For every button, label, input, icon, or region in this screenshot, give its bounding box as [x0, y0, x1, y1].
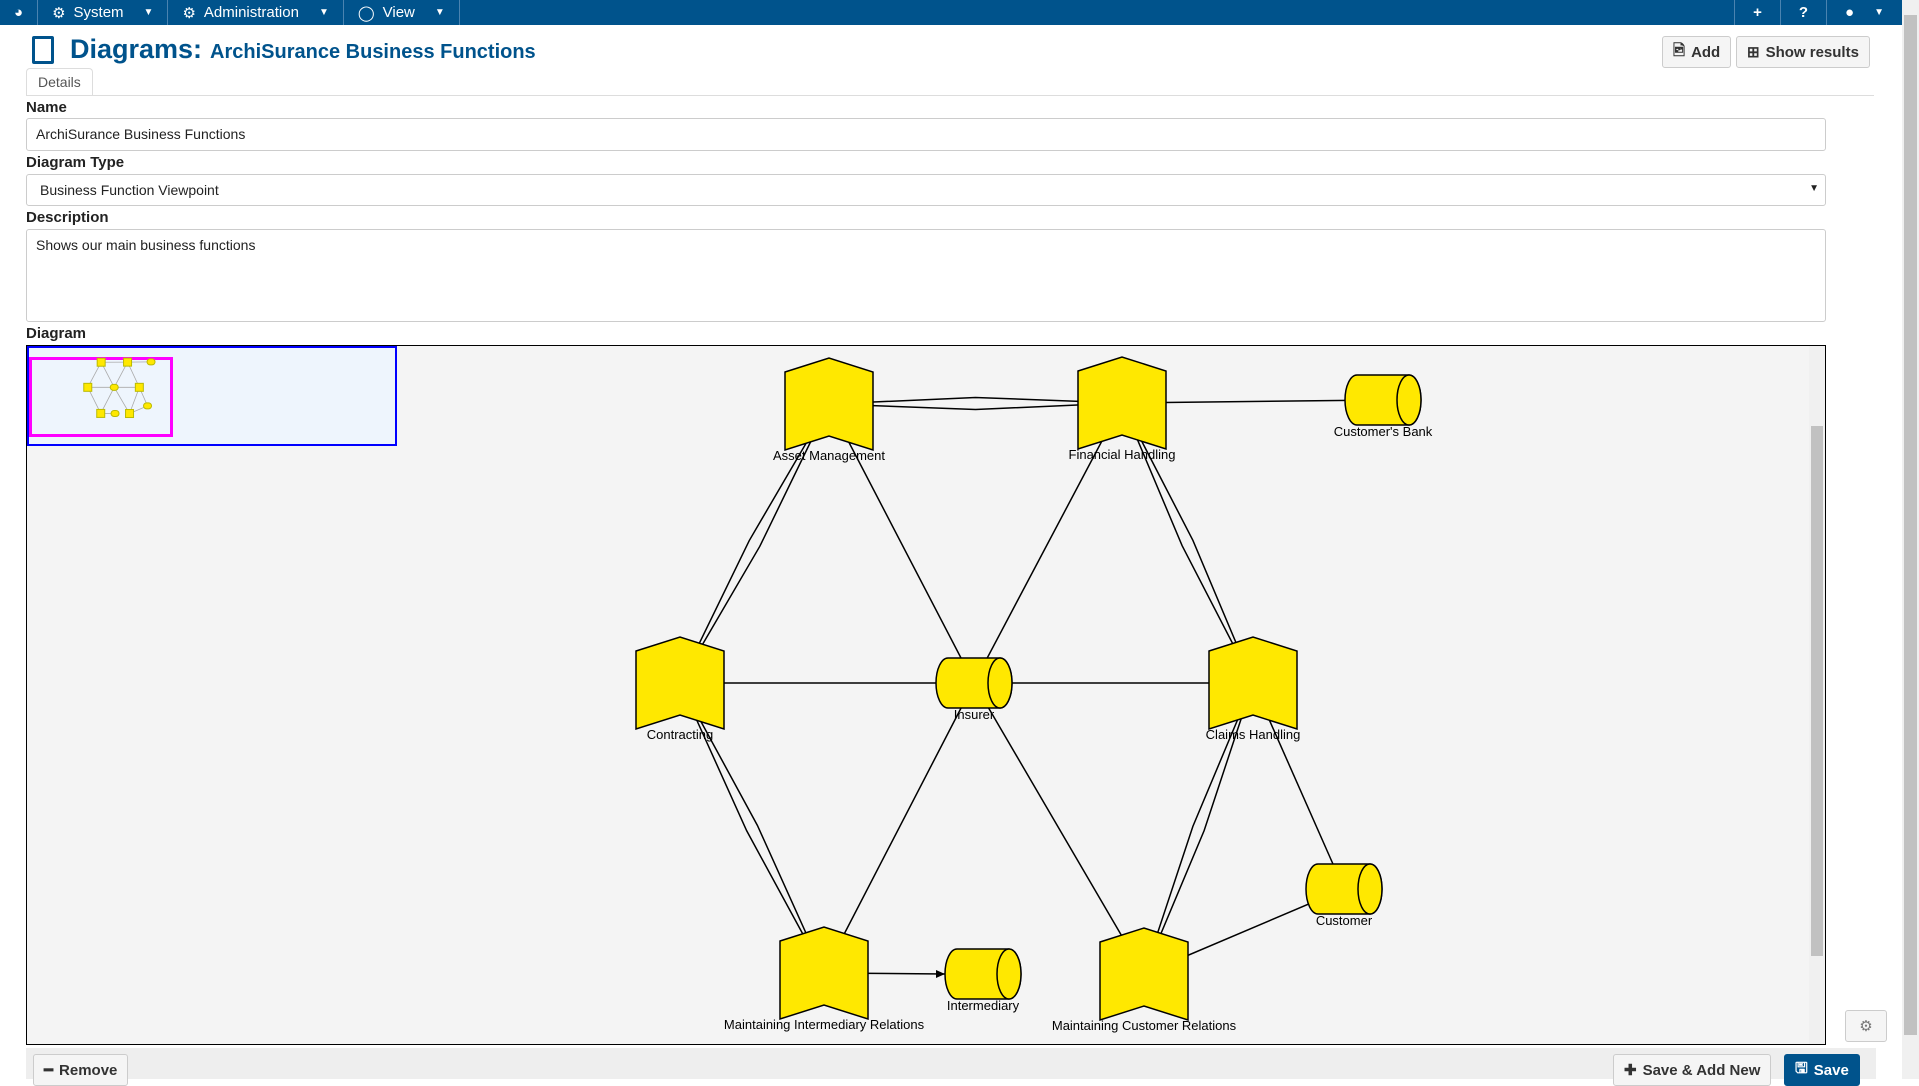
cylinder-end: [997, 949, 1021, 999]
diagram-type-select[interactable]: Business Function Viewpoint ▼: [26, 174, 1826, 206]
node-am[interactable]: Asset Management: [773, 358, 885, 463]
remove-button[interactable]: ━ Remove: [33, 1054, 128, 1086]
node-label: Insurer: [954, 707, 995, 722]
help-button[interactable]: ?: [1780, 0, 1826, 25]
user-icon: ●: [1845, 4, 1854, 21]
node-label: Customer's Bank: [1334, 424, 1433, 439]
caret-down-icon: ▼: [1809, 183, 1819, 194]
cylinder-end: [988, 658, 1012, 708]
edge-fh-ch[interactable]: [1122, 403, 1253, 683]
node-mcr[interactable]: Maintaining Customer Relations: [1052, 928, 1237, 1033]
node-co[interactable]: Contracting: [636, 637, 724, 742]
business-function-shape: [1078, 357, 1166, 449]
cogs-icon: ⚙: [52, 4, 65, 22]
cylinder-end: [1358, 864, 1382, 914]
node-in[interactable]: Insurer: [936, 658, 1012, 722]
remove-label: Remove: [59, 1062, 117, 1079]
tab-details[interactable]: Details: [26, 68, 93, 96]
edge-in-mcr[interactable]: [974, 683, 1144, 974]
scrollbar-thumb[interactable]: [1811, 426, 1823, 956]
node-it[interactable]: Intermediary: [945, 949, 1021, 1013]
description-textarea[interactable]: Shows our main business functions: [26, 229, 1826, 322]
add-button[interactable]: 🖻 Add: [1662, 36, 1731, 68]
node-cb[interactable]: Customer's Bank: [1334, 375, 1433, 439]
edge-am-in[interactable]: [829, 404, 974, 683]
node-fh[interactable]: Financial Handling: [1069, 357, 1176, 462]
save-add-new-label: Save & Add New: [1643, 1062, 1761, 1079]
diagram-scrollbar[interactable]: [1809, 346, 1825, 1044]
nav-label: System: [74, 4, 124, 21]
nav-label: Administration: [204, 4, 299, 21]
minimap-graph: [29, 357, 173, 437]
node-label: Intermediary: [947, 998, 1020, 1013]
cylinder-end: [1397, 375, 1421, 425]
edge-fh-in[interactable]: [974, 403, 1122, 683]
node-label: Asset Management: [773, 448, 885, 463]
show-results-button[interactable]: ⊞ Show results: [1736, 36, 1870, 68]
caret-down-icon: ▼: [319, 7, 329, 18]
top-nav: ◕ ⚙ System ▼ ⚙ Administration ▼ ◯ View ▼ + ? ●…: [0, 0, 1902, 25]
edge-am-co[interactable]: [680, 404, 829, 683]
image-file-icon: 🖻: [1673, 40, 1685, 65]
nav-label: View: [383, 4, 415, 21]
business-function-shape: [785, 358, 873, 450]
title-text: Diagrams:: [70, 34, 202, 65]
settings-button[interactable]: ⚙: [1845, 1010, 1887, 1042]
node-label: Claims Handling: [1206, 727, 1301, 742]
selected-value: Business Function Viewpoint: [40, 182, 219, 198]
description-label: Description: [26, 209, 109, 226]
plus-square-icon: ⊞: [1747, 43, 1760, 61]
caret-down-icon: ▼: [435, 7, 445, 18]
footer-bar: [26, 1048, 1876, 1079]
business-function-shape: [636, 637, 724, 729]
save-label: Save: [1814, 1062, 1849, 1079]
node-ch[interactable]: Claims Handling: [1206, 637, 1301, 742]
user-menu[interactable]: ●▼: [1826, 0, 1902, 25]
node-cu[interactable]: Customer: [1306, 864, 1382, 928]
node-mir[interactable]: Maintaining Intermediary Relations: [724, 927, 925, 1032]
help-icon: ?: [1799, 4, 1808, 21]
node-label: Maintaining Intermediary Relations: [724, 1017, 925, 1032]
dashboard-button[interactable]: ◕: [0, 0, 38, 25]
add-label: Add: [1691, 44, 1720, 61]
dashboard-icon: ◕: [14, 4, 23, 21]
business-function-shape: [780, 927, 868, 1019]
plus-button[interactable]: +: [1734, 0, 1780, 25]
nav-view[interactable]: ◯ View ▼: [344, 0, 460, 25]
gear-icon: ⚙: [182, 4, 195, 22]
node-label: Contracting: [647, 727, 713, 742]
arrow-head: [936, 970, 945, 978]
subtitle-text: ArchiSurance Business Functions: [210, 41, 536, 64]
diagram-type-label: Diagram Type: [26, 154, 124, 171]
circle-icon: ◯: [358, 4, 375, 22]
tab-divider: [26, 95, 1874, 96]
page-title: Diagrams: ArchiSurance Business Function…: [70, 34, 536, 65]
save-add-new-button[interactable]: ✚ Save & Add New: [1613, 1054, 1771, 1086]
diagram-label: Diagram: [26, 325, 86, 342]
nav-system[interactable]: ⚙ System ▼: [38, 0, 168, 25]
name-input[interactable]: ArchiSurance Business Functions: [26, 118, 1826, 151]
business-function-shape: [1100, 928, 1188, 1020]
node-label: Customer: [1316, 913, 1373, 928]
diagram-file-icon: [32, 36, 54, 64]
node-label: Maintaining Customer Relations: [1052, 1018, 1237, 1033]
save-button[interactable]: 🖫Save: [1784, 1054, 1860, 1086]
caret-down-icon: ▼: [144, 7, 154, 18]
node-label: Financial Handling: [1069, 447, 1176, 462]
caret-down-icon: ▼: [1874, 7, 1884, 18]
plus-icon: ✚: [1624, 1061, 1637, 1079]
page-scrollbar[interactable]: [1902, 0, 1919, 1079]
name-label: Name: [26, 99, 67, 116]
edge-in-mir[interactable]: [824, 683, 974, 973]
gear-icon: ⚙: [1859, 1017, 1872, 1035]
business-function-shape: [1209, 637, 1297, 729]
plus-icon: +: [1753, 4, 1762, 21]
minus-icon: ━: [44, 1061, 53, 1079]
page-scrollbar-thumb[interactable]: [1904, 15, 1917, 1035]
nav-administration[interactable]: ⚙ Administration ▼: [168, 0, 343, 25]
show-results-label: Show results: [1766, 44, 1859, 61]
minimap[interactable]: [27, 346, 397, 446]
